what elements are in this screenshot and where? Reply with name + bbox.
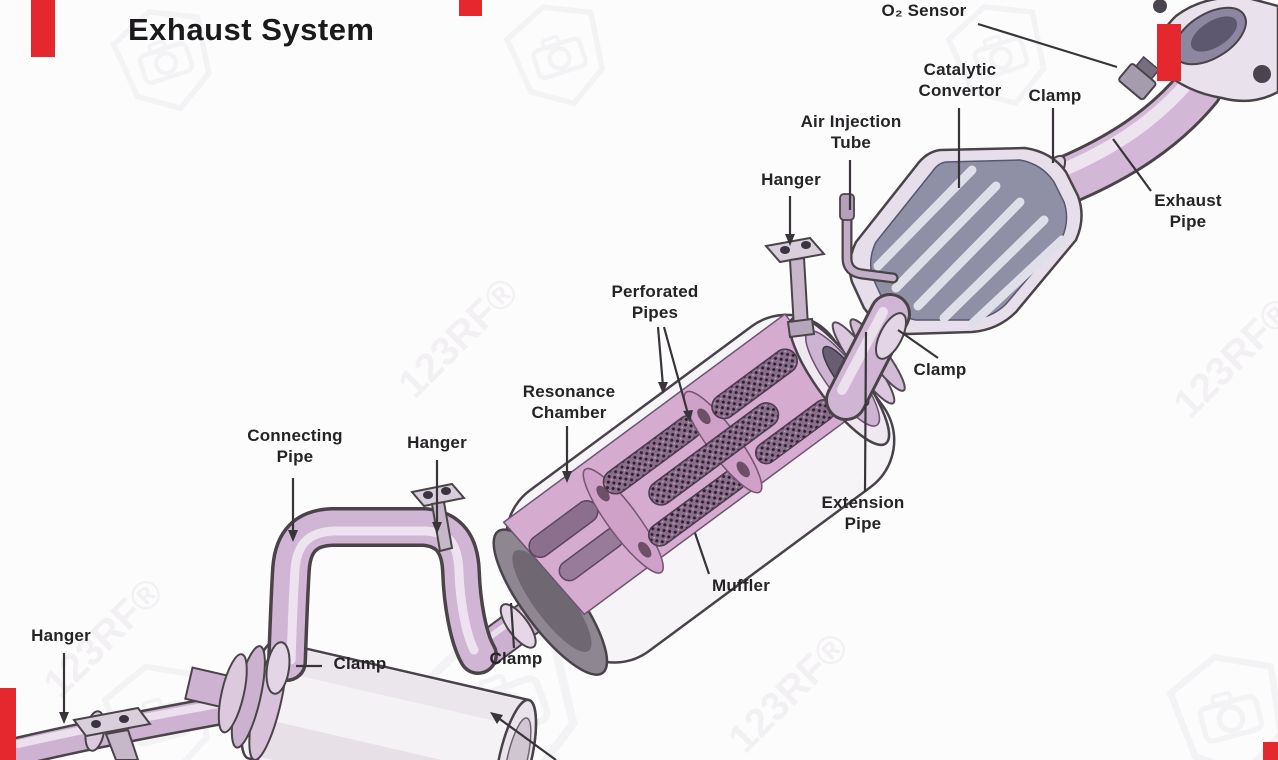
- label-muffler: Muffler: [711, 576, 771, 595]
- label-hanger-mid: Hanger: [407, 433, 467, 452]
- clamp-ring-bottom-left: [265, 641, 291, 695]
- pointer-extension-pipe: [863, 331, 868, 493]
- connecting-pipe-part: [267, 507, 498, 682]
- label-exhaust-pipe: Exhaust Pipe: [1154, 191, 1222, 231]
- label-clamp-bottom-left: Clamp: [333, 654, 387, 673]
- rear-muffler: [184, 640, 538, 760]
- pointer-muffler: [693, 532, 711, 575]
- pointer-perforated-pipe-a: [656, 326, 665, 387]
- red-watermark-bar: [31, 0, 55, 57]
- label-resonance-chamber: Resonance Chamber: [522, 382, 616, 422]
- label-extension-pipe: Extension Pipe: [821, 493, 905, 533]
- label-clamp-top: Clamp: [1028, 86, 1082, 105]
- catalytic-convertor-body: [848, 146, 1083, 336]
- red-watermark-bar: [459, 0, 482, 16]
- pointer-cutoff-bottom: [496, 716, 557, 760]
- label-o2-sensor: O₂ Sensor: [881, 1, 967, 20]
- perforated-pipes-group: [648, 348, 835, 506]
- exhaust-pipe-part: [1037, 63, 1223, 207]
- pointer-perforated-pipe-b: [662, 326, 690, 415]
- hanger-bracket-bottom: [72, 706, 152, 760]
- clamp-ring-mid: [875, 312, 907, 360]
- label-connecting-pipe: Connecting Pipe: [247, 426, 343, 466]
- label-air-injection-tube: Air Injection Tube: [800, 112, 902, 152]
- page-title: Exhaust System: [128, 12, 375, 47]
- label-hanger-bottom: Hanger: [31, 626, 91, 645]
- label-catalytic-convertor: Catalytic Convertor: [918, 60, 1002, 100]
- perforated-pipe: [648, 402, 780, 506]
- pointer-lines: [62, 22, 1152, 760]
- watermark-text: 123RF®: [1165, 290, 1278, 427]
- converter-slats: [873, 165, 1067, 329]
- pointer-clamp-mid: [897, 329, 939, 359]
- red-watermark-bar: [1263, 742, 1278, 760]
- label-clamp-mid: Clamp: [913, 360, 967, 379]
- red-watermark-bar: [1157, 24, 1181, 81]
- camera-shield-icon: [501, 0, 616, 117]
- pointer-exhaust-pipe: [1112, 138, 1152, 192]
- muffler-outlet-clamp-ring: [499, 603, 537, 649]
- camera-shield-icon: [1164, 644, 1278, 760]
- label-perforated-pipes: Perforated Pipes: [611, 282, 699, 322]
- pointer-o2-sensor: [977, 22, 1118, 69]
- pointer-arrowheads: [59, 234, 795, 724]
- muffler-body: [468, 312, 906, 676]
- red-watermark-bar: [0, 688, 16, 760]
- perforated-pipe: [711, 348, 798, 420]
- perforated-pipes-group: [602, 414, 747, 547]
- label-hanger-top: Hanger: [761, 170, 821, 189]
- pointer-clamp-bottom-mid: [509, 602, 516, 649]
- o2-sensor-device: [1118, 55, 1161, 101]
- label-clamp-bottom-mid: Clamp: [489, 649, 543, 668]
- hanger-bracket-top: [764, 236, 826, 339]
- watermark-text: 123RF®: [720, 625, 857, 760]
- engine-flange: [1153, 0, 1278, 103]
